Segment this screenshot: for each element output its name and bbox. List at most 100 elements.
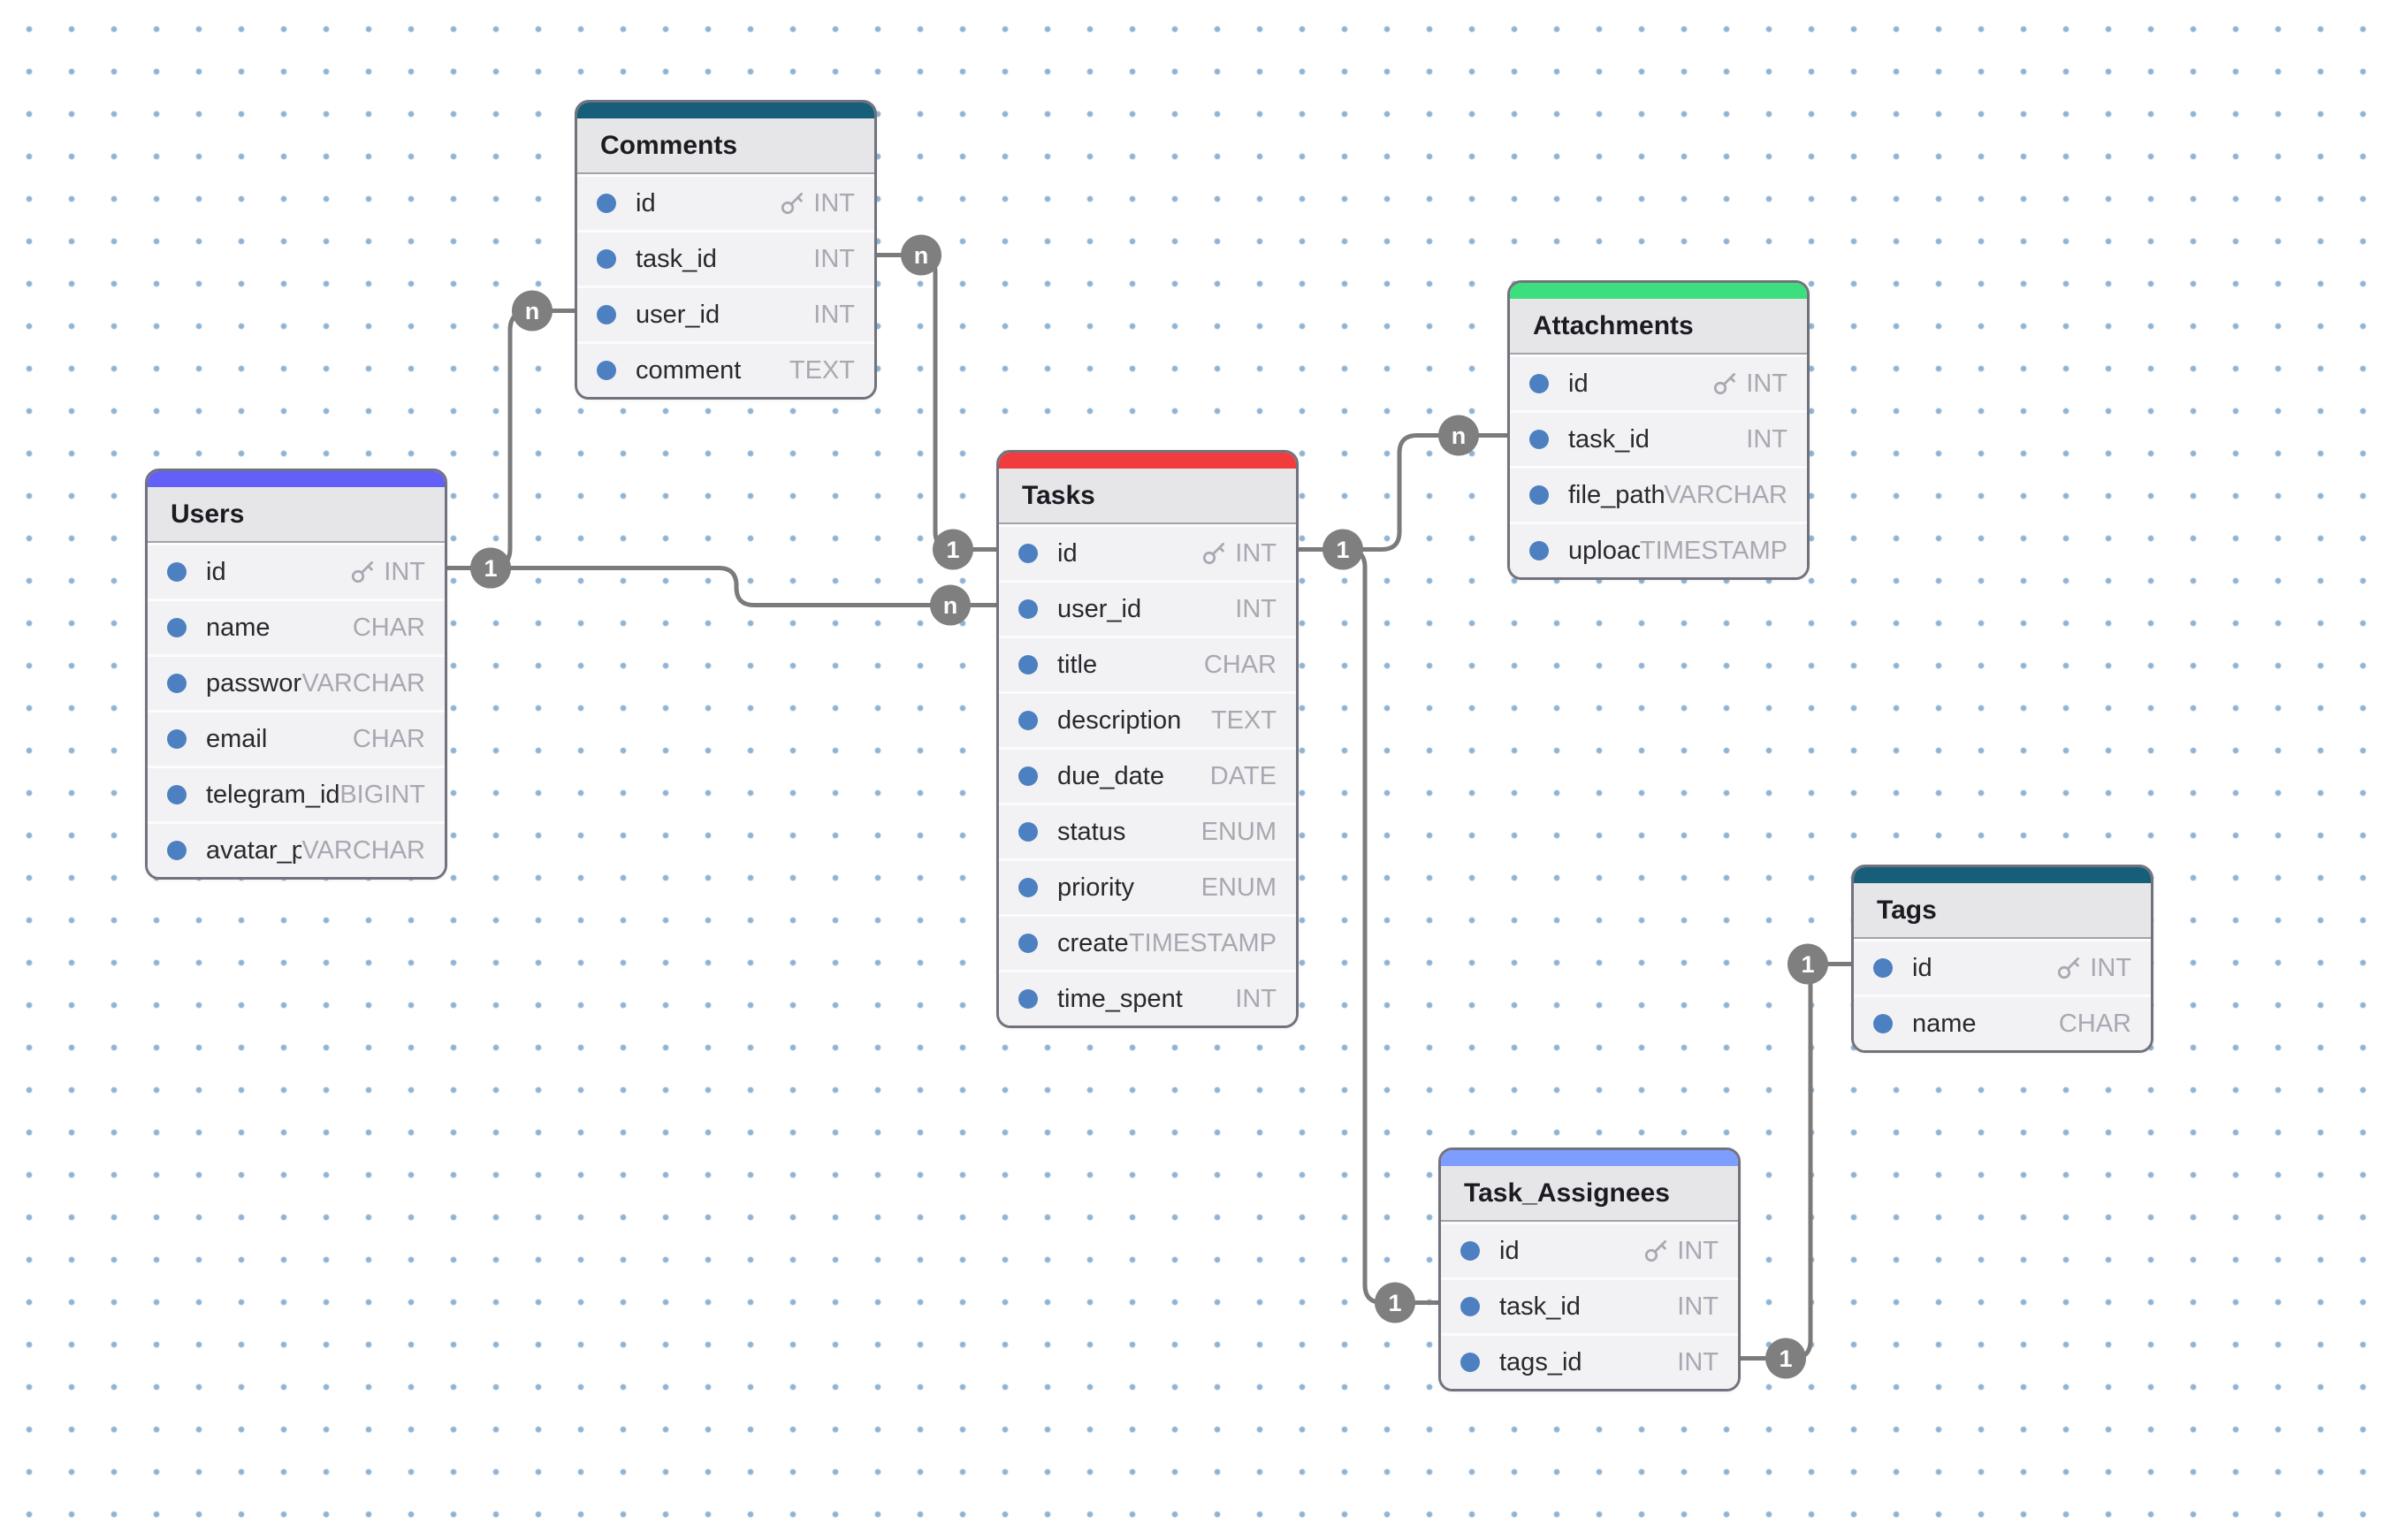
cardinality-badge-circle <box>1765 1338 1806 1379</box>
field-connection-dot[interactable] <box>1460 1297 1480 1316</box>
field-row-upload[interactable]: upload...TIMESTAMP <box>1510 522 1807 577</box>
field-row-id[interactable]: id INT <box>1510 355 1807 410</box>
field-connection-dot[interactable] <box>1018 599 1038 619</box>
field-connection-dot[interactable] <box>1018 822 1038 842</box>
field-row-created[interactable]: created...TIMESTAMP <box>999 914 1296 970</box>
table-title-row[interactable]: Attachments <box>1510 299 1807 355</box>
field-connection-dot[interactable] <box>1018 766 1038 786</box>
field-connection-dot[interactable] <box>1018 934 1038 953</box>
field-type: CHAR <box>1204 651 1277 680</box>
field-connection-dot[interactable] <box>1873 958 1893 978</box>
field-connection-dot[interactable] <box>167 729 187 749</box>
field-connection-dot[interactable] <box>1460 1241 1480 1261</box>
primary-key-icon <box>781 193 804 215</box>
field-connection-dot[interactable] <box>1018 878 1038 897</box>
table-title-row[interactable]: Users <box>148 487 445 543</box>
field-type-label: INT <box>1677 1292 1719 1321</box>
field-name: id <box>1568 369 1589 398</box>
relationship-line-users-tasks[interactable] <box>445 566 999 607</box>
primary-key-icon <box>1203 543 1225 565</box>
field-name: user_id <box>636 300 720 329</box>
field-connection-dot[interactable] <box>1018 655 1038 675</box>
field-connection-dot[interactable] <box>167 674 187 693</box>
relationship-line-users-comments[interactable] <box>445 309 577 570</box>
field-connection-dot[interactable] <box>1018 711 1038 730</box>
field-type-label: INT <box>1746 369 1787 398</box>
field-connection-dot[interactable] <box>1018 544 1038 563</box>
field-type: INT <box>1643 1237 1719 1266</box>
field-connection-dot[interactable] <box>1529 374 1549 393</box>
cardinality-badge: 1 <box>933 529 973 570</box>
field-connection-dot[interactable] <box>167 562 187 582</box>
primary-key-icon <box>1645 1240 1667 1262</box>
field-connection-dot[interactable] <box>597 194 616 213</box>
cardinality-badge: n <box>1438 415 1479 456</box>
field-connection-dot[interactable] <box>1873 1014 1893 1033</box>
table-title-row[interactable]: Tasks <box>999 469 1296 524</box>
field-connection-dot[interactable] <box>167 841 187 860</box>
relationship-line-tasks-task_assignees[interactable] <box>1340 547 1441 1305</box>
field-connection-dot[interactable] <box>1460 1353 1480 1372</box>
field-connection-dot[interactable] <box>1529 541 1549 560</box>
field-connection-dot[interactable] <box>167 785 187 804</box>
field-connection-dot[interactable] <box>1529 485 1549 505</box>
field-connection-dot[interactable] <box>597 305 616 324</box>
field-connection-dot[interactable] <box>167 618 187 637</box>
field-name: file_path <box>1568 480 1665 509</box>
field-type: VARCHAR <box>1664 481 1787 510</box>
field-type: CHAR <box>353 725 425 754</box>
field-connection-dot[interactable] <box>597 249 616 269</box>
field-type-label: INT <box>1235 538 1277 568</box>
table-title-row[interactable]: Task_Assignees <box>1441 1166 1738 1222</box>
field-type: INT <box>1235 595 1277 624</box>
field-type-label: INT <box>384 557 425 586</box>
field-type: TIMESTAMP <box>1640 537 1787 566</box>
field-row-avatar_pa[interactable]: avatar_pa...VARCHAR <box>148 821 445 877</box>
field-connection-dot[interactable] <box>1018 989 1038 1009</box>
relationship-line-tasks-attachments[interactable] <box>1296 433 1510 552</box>
relationship-line-task_assignees-tags[interactable] <box>1738 962 1854 1361</box>
table-header-strip <box>1854 867 2151 883</box>
relationship-line-comments-tasks[interactable] <box>874 253 999 552</box>
cardinality-badge: n <box>901 234 941 276</box>
cardinality-badge-circle <box>1375 1282 1415 1323</box>
field-connection-dot[interactable] <box>597 361 616 380</box>
field-row-password[interactable]: passwordVARCHAR <box>148 654 445 710</box>
field-name: name <box>206 613 271 642</box>
field-connection-dot[interactable] <box>1529 430 1549 449</box>
table-title-row[interactable]: Comments <box>577 118 874 174</box>
field-type-label: INT <box>1235 594 1277 623</box>
table-title-row[interactable]: Tags <box>1854 883 2151 939</box>
table-title: Tasks <box>1022 480 1095 510</box>
table-users[interactable]: UsersidINTnameCHARpasswordVARCHARemailCH… <box>145 469 447 880</box>
